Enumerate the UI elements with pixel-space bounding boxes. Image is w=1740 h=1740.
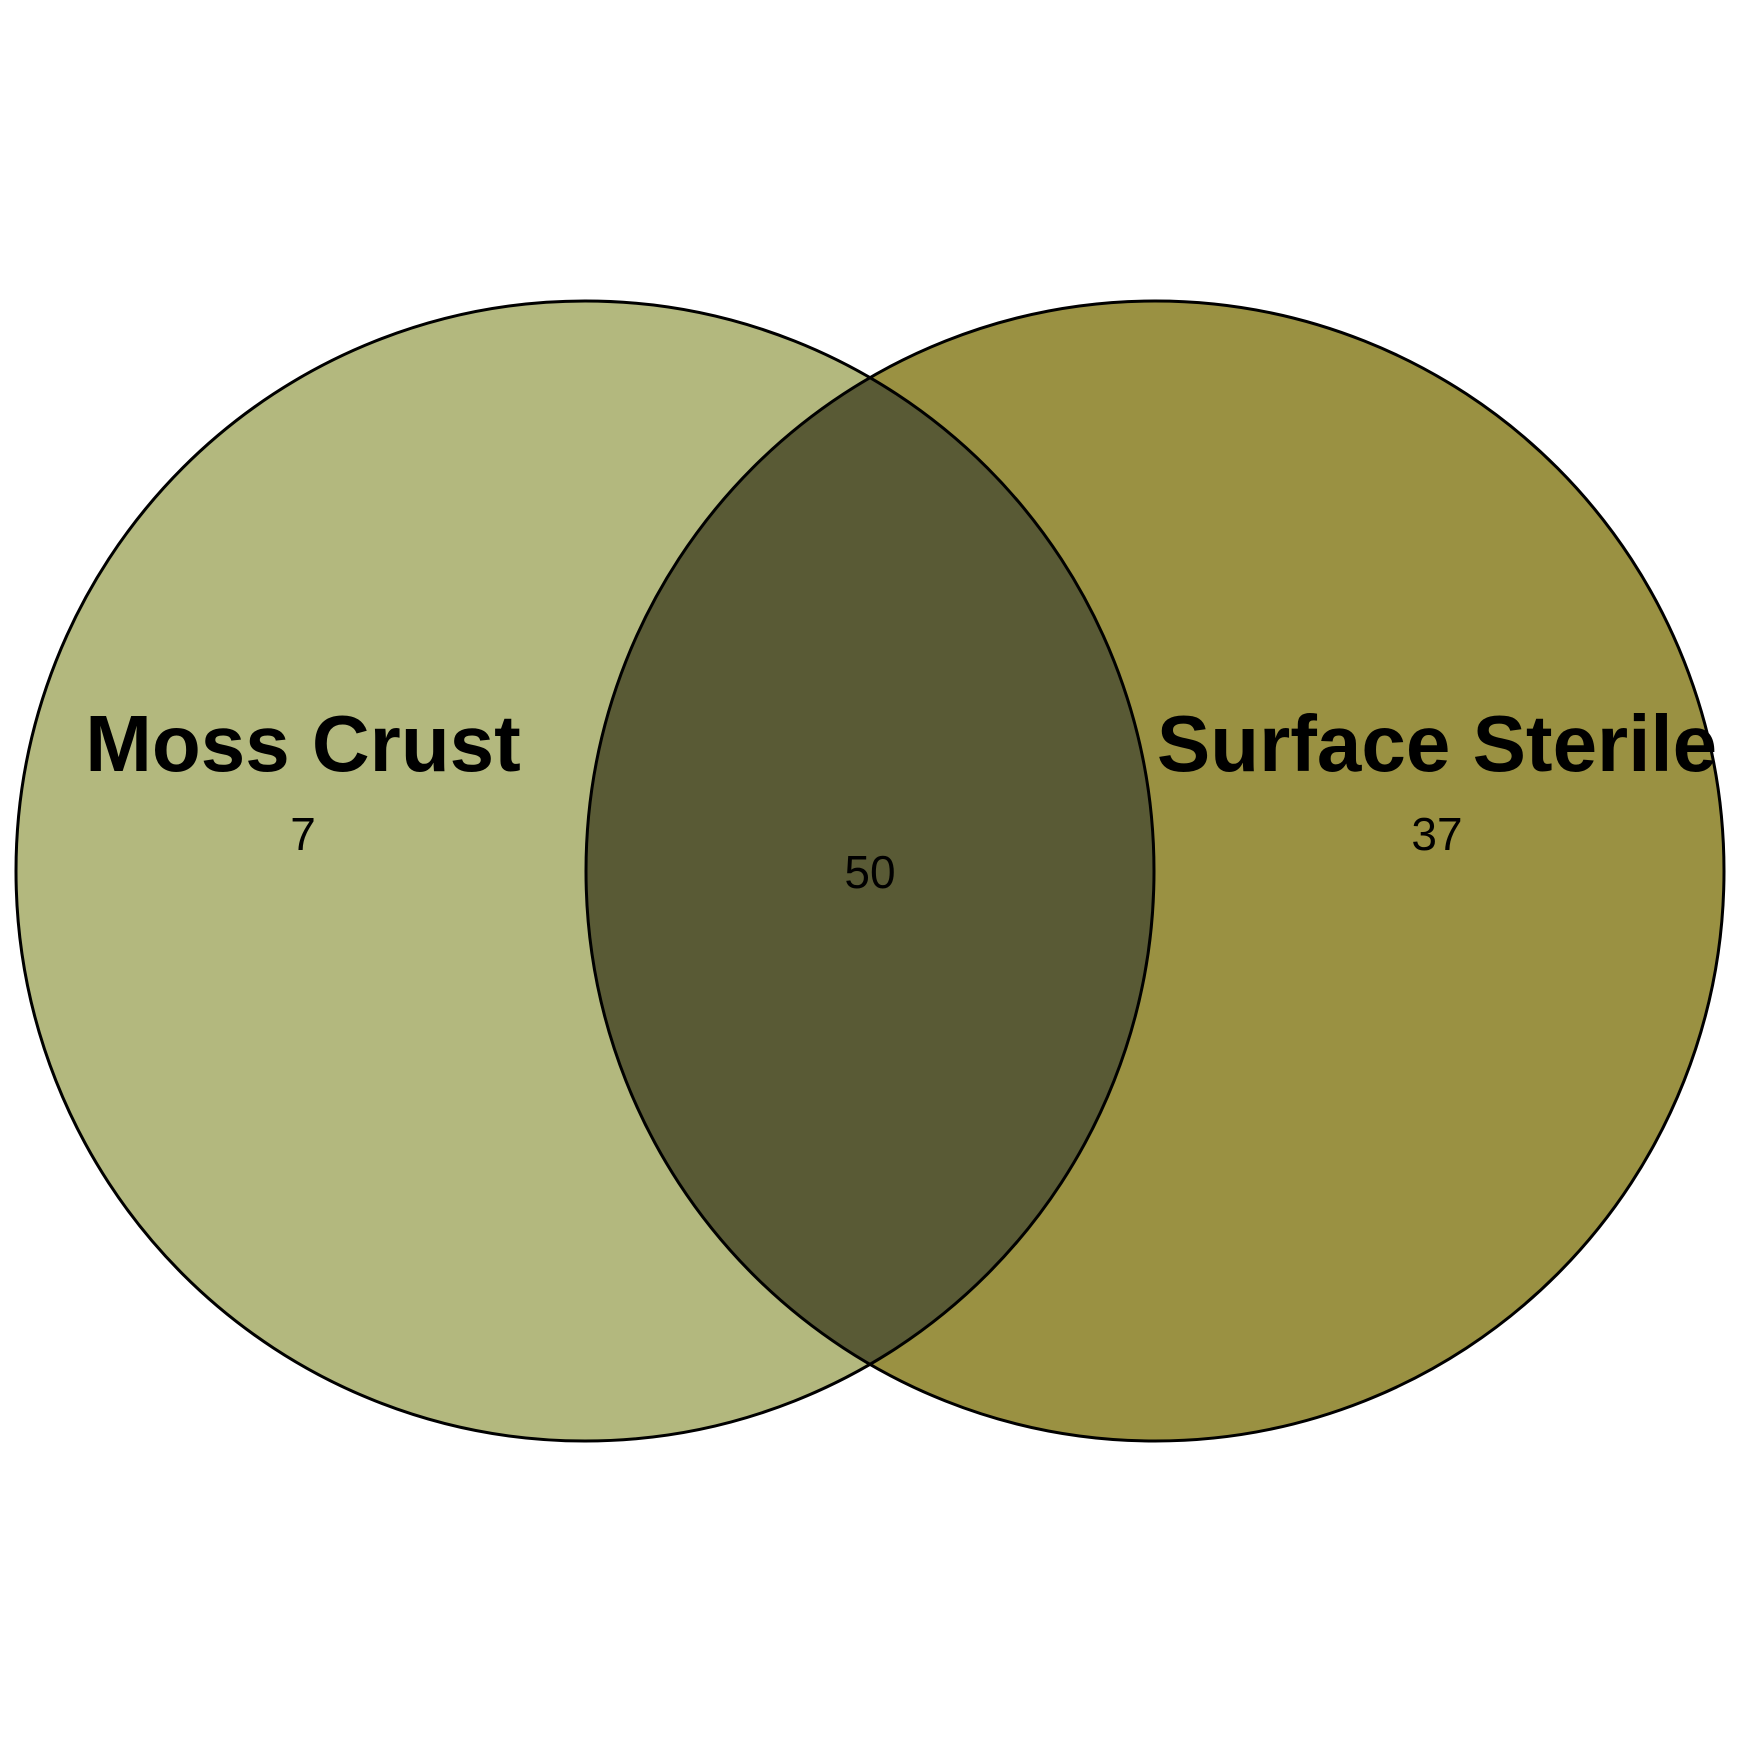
moss-crust-label: Moss Crust [85,699,521,788]
moss-crust-only-count: 7 [290,808,316,860]
moss-crust-outline [14,299,1156,1443]
surface-sterile-label: Surface Sterile [1157,699,1717,788]
surface-sterile-outline [584,299,1726,1443]
intersection-region [586,301,1154,1441]
surface-sterile-only-count: 37 [1411,808,1462,860]
intersection-count: 50 [844,846,895,898]
